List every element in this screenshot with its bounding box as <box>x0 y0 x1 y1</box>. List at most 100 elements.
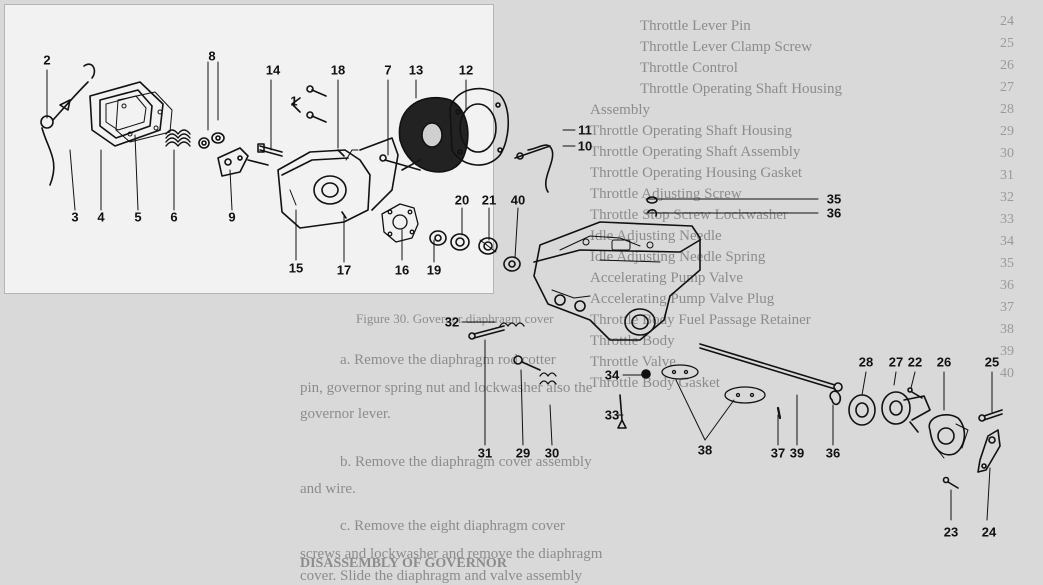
parts-list-line: Throttle Lever Clamp Screw <box>640 39 813 55</box>
callout-36-bottom: 36 <box>825 445 841 461</box>
part-24-lever <box>977 429 1001 473</box>
parts-list-line: Throttle Adjusting Screw <box>590 186 742 202</box>
parts-list-number: 28 <box>1000 102 1014 117</box>
callout-40: 40 <box>510 192 526 208</box>
part-7-rod <box>379 154 421 171</box>
callout-39: 39 <box>789 445 805 461</box>
callout-30: 30 <box>544 445 560 461</box>
callout-27: 27 <box>888 354 904 370</box>
parts-list-line: Throttle Valve <box>590 354 676 370</box>
callout-22: 22 <box>907 354 923 370</box>
part-8-nut-washer <box>198 132 225 149</box>
body-text-line: and wire. <box>300 481 356 497</box>
callout-2: 2 <box>43 52 51 68</box>
parts-list-line: Throttle Stop Screw Lockwasher <box>590 207 788 223</box>
part-22-screw <box>907 387 923 399</box>
parts-list-number: 33 <box>1000 212 1014 227</box>
callout-15: 15 <box>288 260 304 276</box>
part-32-spring <box>499 322 525 327</box>
part-17-pin <box>341 211 347 219</box>
callout-9: 9 <box>228 209 236 225</box>
parts-list-number: 38 <box>1000 322 1014 337</box>
callout-13: 13 <box>408 62 424 78</box>
part-10-spring <box>527 144 554 193</box>
body-text-line: pin, governor spring nut and lockwasher … <box>300 380 593 396</box>
parts-list-line: Accelerating Pump Valve <box>590 270 744 286</box>
callout-11: 11 <box>578 122 592 138</box>
part-27-housing <box>881 391 931 433</box>
parts-list-line: Throttle Body <box>590 333 675 349</box>
part-12-cover <box>449 87 510 166</box>
parts-list-line: Accelerating Pump Valve Plug <box>590 291 775 307</box>
parts-list-line: Assembly <box>590 102 650 118</box>
callout-17: 17 <box>336 262 352 278</box>
callout-34: 34 <box>604 367 620 383</box>
parts-list-number: 31 <box>1000 168 1014 183</box>
callout-18: 18 <box>330 62 346 78</box>
figure-caption: Figure 30. Governor diaphragm cover <box>356 311 554 326</box>
callout-4: 4 <box>97 209 105 225</box>
parts-list-number: 39 <box>1000 344 1014 359</box>
parts-list-number: 27 <box>1000 80 1014 95</box>
callout-35: 35 <box>826 191 842 207</box>
parts-list-line: Throttle Operating Shaft Housing <box>640 81 843 97</box>
part-33-valve <box>617 394 627 429</box>
part-20-bushing <box>450 233 470 251</box>
callout-31: 31 <box>477 445 493 461</box>
part-5-gasket <box>115 91 173 143</box>
part-11-pin <box>514 145 551 160</box>
callout-29: 29 <box>515 445 531 461</box>
callout-6: 6 <box>170 209 178 225</box>
throttle-body <box>533 221 701 341</box>
part-25-screw <box>978 409 1003 422</box>
part-30-spring <box>539 372 557 385</box>
part-36-clip <box>647 209 658 217</box>
body-text-line: b. Remove the diaphragm cover assembly <box>340 454 592 470</box>
callout-20: 20 <box>454 192 470 208</box>
callout-12: 12 <box>458 62 474 78</box>
callout-36-top: 36 <box>826 205 842 221</box>
parts-list-number: 26 <box>1000 58 1014 73</box>
callout-19: 19 <box>426 262 442 278</box>
parts-list-number: 36 <box>1000 278 1014 293</box>
callout-10: 10 <box>577 138 593 154</box>
body-text-line: screws and lockwasher and remove the dia… <box>300 546 603 562</box>
parts-list-line: Throttle Control <box>640 60 738 76</box>
leader-lines <box>46 61 993 521</box>
parts-list-number: 32 <box>1000 190 1014 205</box>
parts-list-number: 34 <box>1000 234 1014 249</box>
body-text-line: c. Remove the eight diaphragm cover <box>340 518 565 534</box>
part-21-spring-bushing <box>478 237 498 255</box>
body-text-line: governor lever. <box>300 406 391 422</box>
callout-37: 37 <box>770 445 786 461</box>
part-23-screw <box>942 476 959 489</box>
part-14-screw <box>257 143 283 157</box>
body-text-line: cover. Slide the diaphragm and valve ass… <box>300 568 583 584</box>
callout-33: 33 <box>604 407 620 423</box>
part-9-lever <box>217 147 269 177</box>
parts-list-number: 29 <box>1000 124 1014 139</box>
parts-list-line: Throttle Operating Shaft Housing <box>590 123 793 139</box>
callout-5: 5 <box>134 209 142 225</box>
callout-25: 25 <box>984 354 1000 370</box>
part-34-ball <box>641 369 651 379</box>
parts-list-line: Throttle Lever Pin <box>640 18 751 34</box>
part-37-pin <box>776 406 782 420</box>
parts-list-number: 35 <box>1000 256 1014 271</box>
part-36b-clip <box>829 390 842 406</box>
part-26-housing <box>928 414 969 459</box>
part-15-governor-body <box>277 137 399 229</box>
part-18-pin <box>337 149 345 157</box>
parts-list-number: 30 <box>1000 146 1014 161</box>
parts-list-number: 24 <box>1000 14 1014 29</box>
callout-14: 14 <box>265 62 281 78</box>
part-40-plug <box>503 256 521 272</box>
part-31-screw <box>468 325 505 340</box>
part-19-washer <box>429 230 447 246</box>
callout-23: 23 <box>943 524 959 540</box>
callout-3: 3 <box>71 209 79 225</box>
part-28-gasket <box>848 394 876 426</box>
parts-list-line: Throttle Operating Shaft Assembly <box>590 144 801 160</box>
part-35-washer <box>646 196 658 204</box>
